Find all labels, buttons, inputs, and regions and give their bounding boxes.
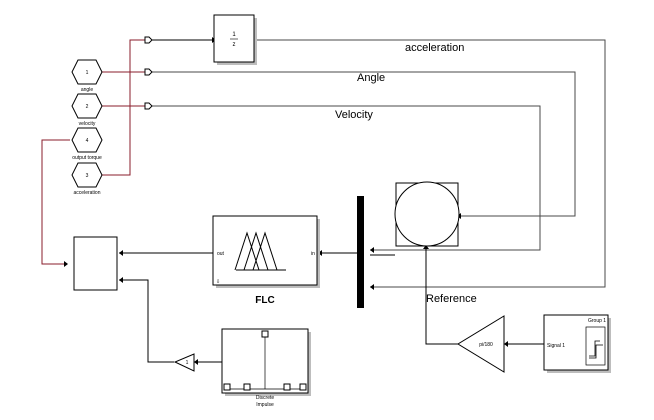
goto-tag-acceleration[interactable] <box>144 36 153 44</box>
arrow-gain-ref-in <box>504 341 508 347</box>
wires <box>41 39 606 363</box>
inport-acceleration[interactable]: 3 acceleration <box>71 162 103 196</box>
flc-out-port-label: out <box>217 251 225 257</box>
unit-delay-denominator: z <box>233 42 236 48</box>
label-velocity: Velocity <box>335 109 373 121</box>
arrow-sum-torque <box>64 261 68 267</box>
wire-acceleration-in <box>101 39 148 176</box>
pendulum-subsystem[interactable] <box>394 181 460 247</box>
flc-block[interactable]: out in ⇩ <box>212 215 320 288</box>
flc-in-port-label: in <box>311 251 315 257</box>
inport-velocity-number: 2 <box>86 104 89 110</box>
arrow-sum-in2 <box>119 277 123 283</box>
goto-tag-velocity[interactable] <box>144 102 153 110</box>
label-reference: Reference <box>426 293 477 305</box>
arrow-ref-in <box>423 245 429 249</box>
inport-angle[interactable]: 1 angle <box>71 59 103 93</box>
wire-velocity <box>152 105 541 251</box>
step-signal-icon <box>585 326 606 366</box>
gain-reference-value: pi/180 <box>479 342 493 348</box>
arrow-mux-accel <box>370 284 374 290</box>
label-angle: Angle <box>357 72 385 84</box>
sum-block[interactable] <box>73 236 118 291</box>
mux-block[interactable] <box>357 196 364 308</box>
arrow-gain-small-in <box>194 359 198 365</box>
impulse-marker-4 <box>299 383 307 391</box>
signal-builder-block[interactable]: Group 1 Signal 1 <box>543 314 611 373</box>
inport-velocity-label: velocity <box>79 121 96 127</box>
goto-tags <box>144 36 153 110</box>
gain-small-block[interactable]: 1 <box>173 353 195 372</box>
signal-builder-port: Signal 1 <box>547 343 565 349</box>
unit-delay-numerator: 1 <box>232 32 236 38</box>
unit-delay-block[interactable]: 1 z <box>213 14 257 65</box>
inport-torque-number: 4 <box>86 138 89 144</box>
flc-block-label: FLC <box>255 295 274 306</box>
wire-gain-sum <box>119 279 174 363</box>
impulse-marker-1 <box>223 383 231 391</box>
impulse-label-line1: Discrete <box>256 395 275 401</box>
inport-velocity[interactable]: 2 velocity <box>71 93 103 127</box>
signal-builder-title: Group 1 <box>588 318 606 324</box>
discrete-impulse-block[interactable] <box>221 328 311 396</box>
impulse-marker-top <box>261 330 269 338</box>
membership-functions-icon <box>234 231 286 271</box>
inport-acceleration-label: acceleration <box>74 190 101 196</box>
impulse-marker-3 <box>283 383 291 391</box>
wire-acceleration <box>256 39 606 288</box>
wire-torque-in <box>41 139 70 265</box>
inport-torque-label: output torque <box>72 155 102 161</box>
inport-acceleration-number: 3 <box>86 173 89 179</box>
arrow-mux-vel <box>370 247 374 253</box>
inport-angle-number: 1 <box>86 70 89 76</box>
goto-tag-angle[interactable] <box>144 68 153 76</box>
inport-output-torque[interactable]: 4 output torque <box>71 127 103 161</box>
inport-angle-label: angle <box>81 87 93 93</box>
impulse-marker-2 <box>243 383 251 391</box>
wire-angle <box>152 71 576 217</box>
arrow-sum-in1 <box>119 250 123 256</box>
gain-reference-block[interactable]: pi/180 <box>457 315 505 373</box>
wire-gain-pendulum <box>425 249 458 345</box>
label-acceleration: acceleration <box>405 42 464 54</box>
gain-small-value: 1 <box>186 360 189 366</box>
impulse-label-line2: Impulse <box>256 402 274 408</box>
flc-tiny-arrow: ⇩ <box>216 279 220 285</box>
